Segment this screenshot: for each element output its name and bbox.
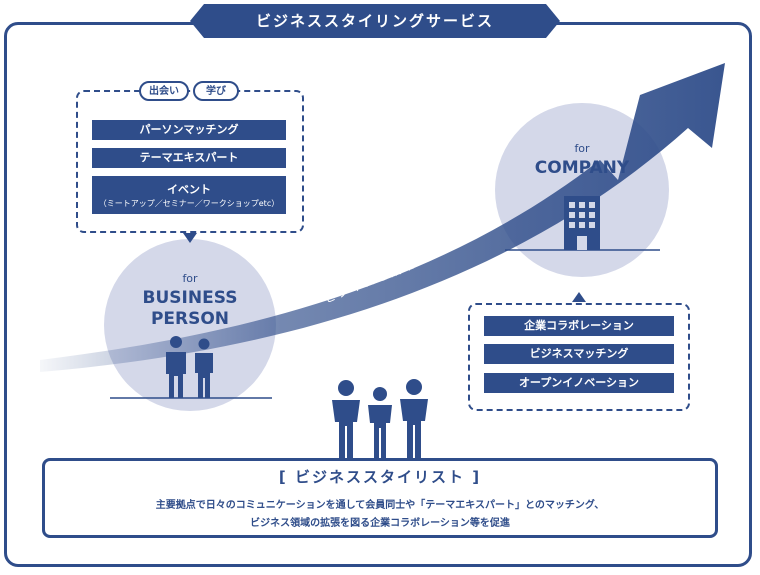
person-circle <box>104 239 276 411</box>
growth-arrow <box>40 63 725 372</box>
item-business-matching: ビジネスマッチング <box>484 344 674 364</box>
item-event-sub: （ミートアップ／セミナー／ワークショップetc） <box>98 199 280 208</box>
person-line2: PERSON <box>150 309 230 329</box>
stylist-desc-line1: 主要拠点で日々のコミュニケーションを通して会員同士や「テーマエキスパート」とのマ… <box>155 500 605 511</box>
stylist-box <box>42 458 718 538</box>
company-line1: COMPANY <box>534 158 630 178</box>
top-box-pointer <box>183 233 197 243</box>
stylist-desc-line2: ビジネス領域の拡張を図る企業コラボレーション等を促進 <box>250 518 510 529</box>
person-for: for <box>182 272 198 285</box>
person-line1: BUSINESS <box>142 288 238 308</box>
pill-learn: 学び <box>193 81 239 101</box>
pill-meet: 出会い <box>139 81 189 101</box>
item-event: イベント （ミートアップ／セミナー／ワークショップetc） <box>92 176 286 214</box>
banner-title: ビジネススタイリングサービス <box>255 12 494 30</box>
banner-shape <box>190 4 560 38</box>
business-people-icon <box>166 336 213 398</box>
stylist-title: [ ビジネススタイリスト ] <box>278 468 482 486</box>
right-box-pointer <box>572 292 586 302</box>
stylists-icon <box>332 379 428 458</box>
item-event-label: イベント <box>167 183 211 196</box>
item-corporate-collab: 企業コラボレーション <box>484 316 674 336</box>
company-for: for <box>574 142 590 155</box>
item-person-matching: パーソンマッチング <box>92 120 286 140</box>
item-theme-expert: テーマエキスパート <box>92 148 286 168</box>
building-icon <box>564 196 600 250</box>
item-open-innovation: オープンイノベーション <box>484 373 674 393</box>
